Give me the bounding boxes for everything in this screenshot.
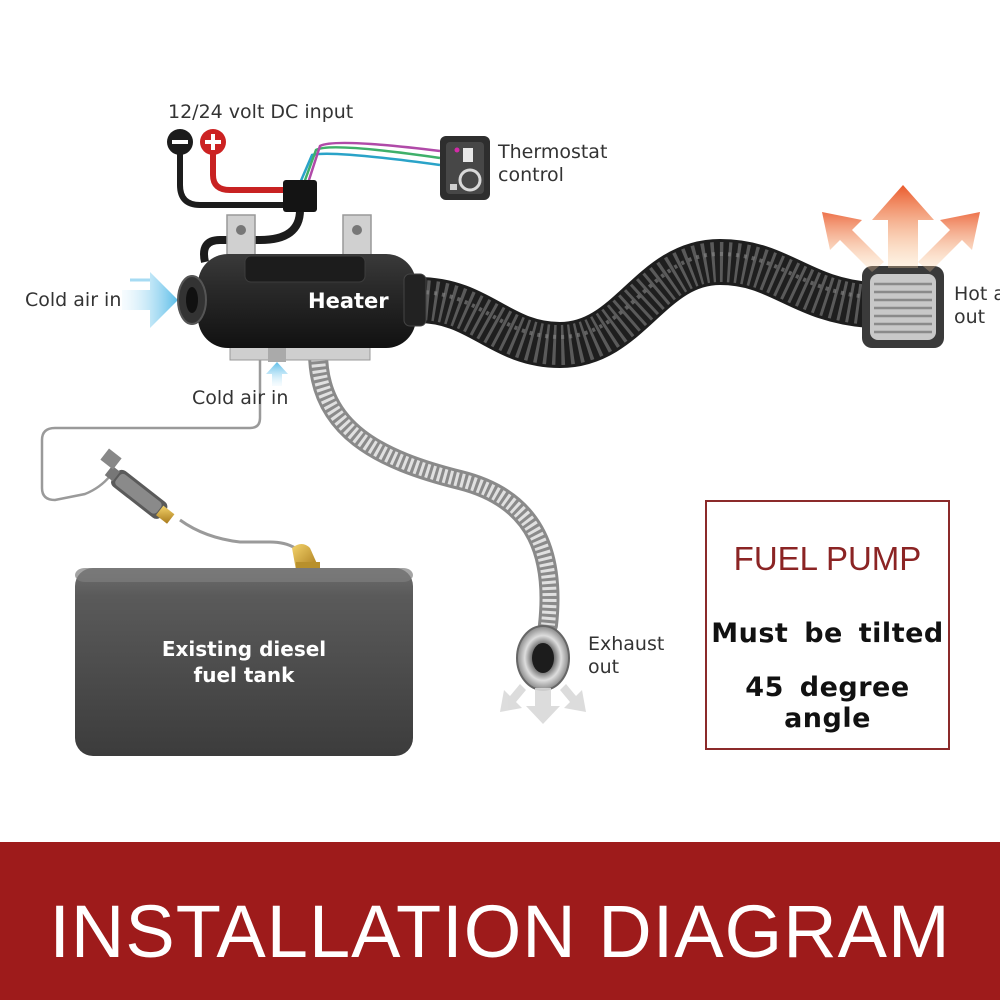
negative-wire: [177, 148, 285, 208]
heater-outlet-collar: [403, 273, 427, 327]
wire-connector: [283, 180, 317, 212]
heater-label: Heater: [308, 289, 389, 313]
cold-air-bottom-arrow: [266, 362, 288, 386]
thermostat-label-line2: control: [498, 164, 564, 186]
exhaust-arrows: [500, 684, 586, 724]
banner-title: INSTALLATION DIAGRAM: [49, 890, 951, 973]
fuel-pump-cap: [100, 448, 122, 470]
fuel-tank-body: [75, 568, 413, 756]
fuel-pump-note-line2: 45 degree angle: [745, 672, 910, 734]
fuel-tank-label-line1: Existing diesel: [161, 637, 327, 661]
fuel-pump-note-title: FUEL PUMP: [733, 540, 922, 577]
fuel-pump-note: FUEL PUMP Must be tilted 45 degree angle: [705, 500, 950, 750]
fuel-line-lower: [179, 518, 296, 550]
hot-air-out-label-line2: out: [954, 306, 986, 328]
fuel-pump-note-line1: Must be tilted: [711, 618, 944, 649]
thermostat-label-line1: Thermostat: [498, 141, 608, 163]
cold-air-in-bottom-label: Cold air in: [192, 387, 289, 409]
cold-air-in-front-label: Cold air in: [25, 289, 122, 311]
cold-air-front-arrow: [122, 272, 178, 328]
title-banner: INSTALLATION DIAGRAM: [0, 842, 1000, 1000]
hot-air-out-label-line1: Hot a: [954, 283, 1000, 305]
exhaust-out-label-line1: Exhaust: [588, 633, 665, 655]
hot-air-hose: [416, 238, 873, 369]
fuel-tank-label-line2: fuel tank: [193, 663, 295, 687]
fuel-pump: [104, 465, 175, 524]
positive-wire: [210, 148, 290, 193]
signal-wires: [298, 152, 441, 184]
dc-input-label: 12/24 volt DC input: [168, 101, 354, 123]
exhaust-out-label-line2: out: [588, 656, 620, 678]
hot-air-arrows: [822, 185, 980, 272]
fuel-line: [40, 356, 262, 502]
